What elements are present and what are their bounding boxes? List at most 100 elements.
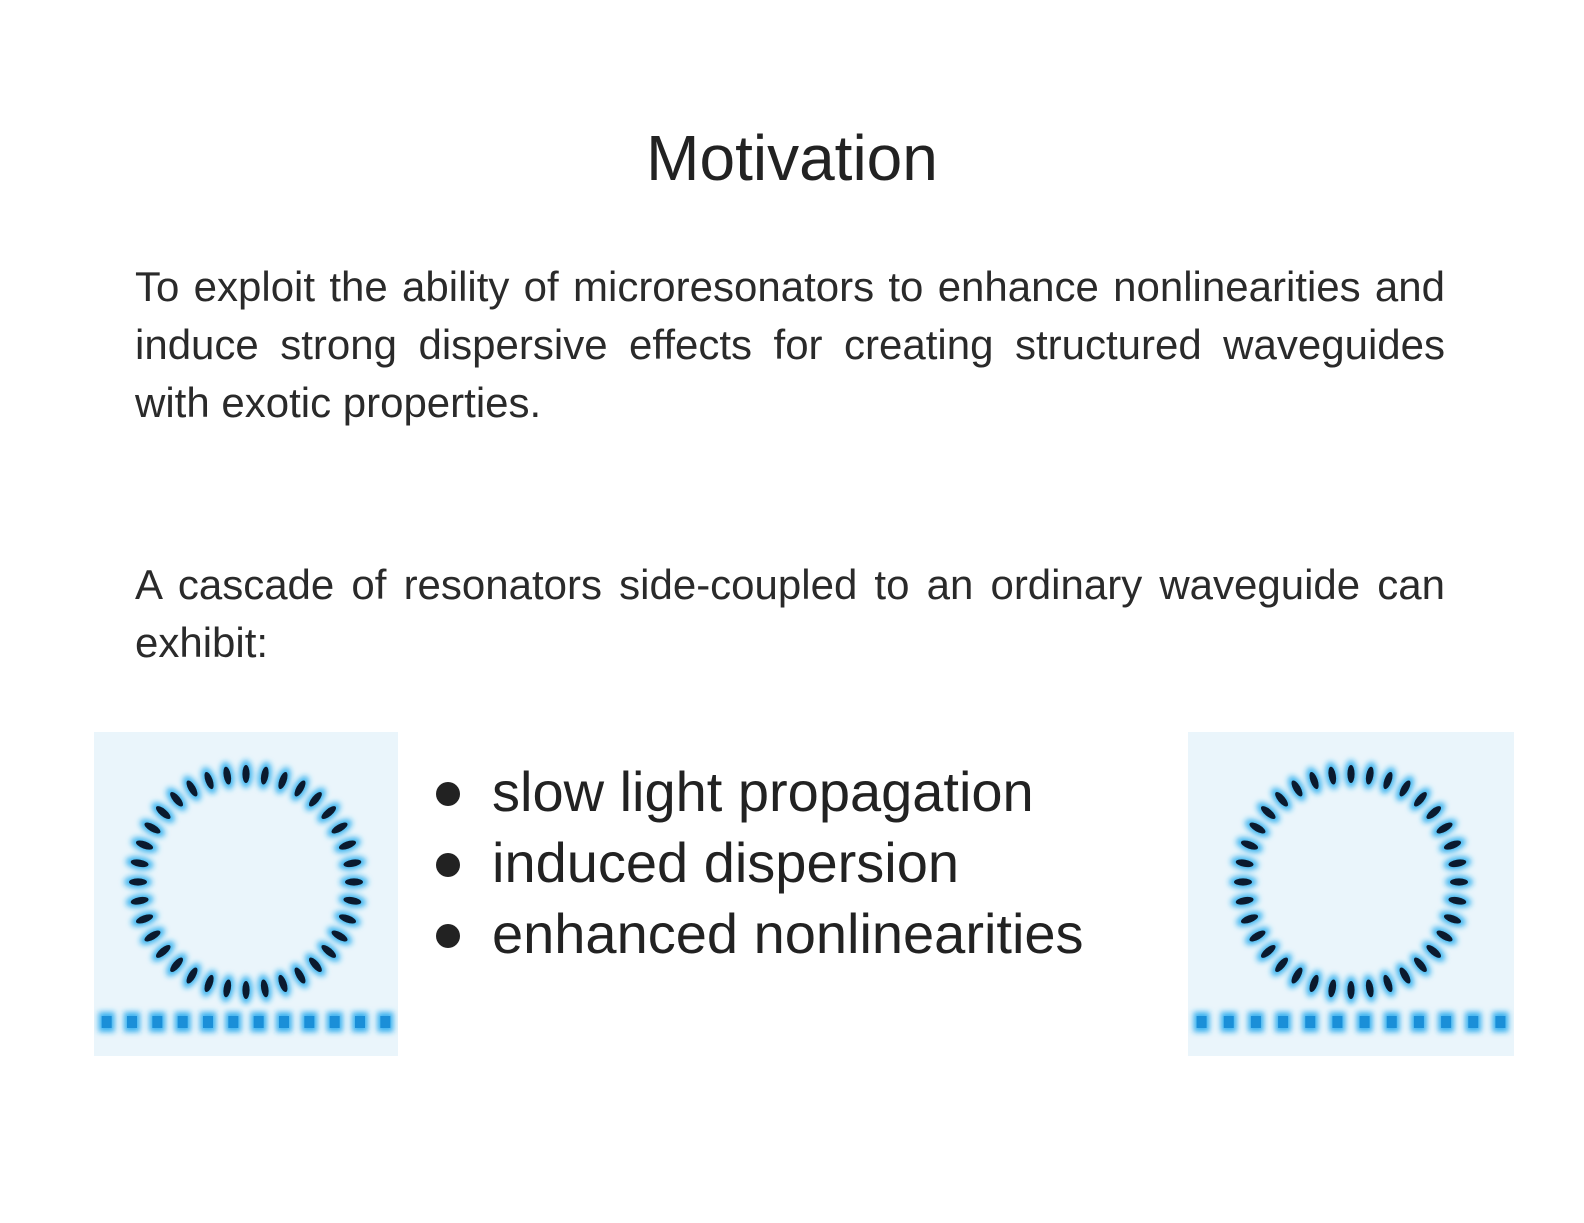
waveguide-lobe xyxy=(1250,1016,1261,1028)
field-lobe xyxy=(1399,780,1411,797)
field-lobe xyxy=(309,791,322,807)
field-lobe xyxy=(1275,957,1288,973)
ring-resonator-svg-right xyxy=(1188,732,1514,1056)
field-lobe xyxy=(1275,791,1288,807)
field-lobe xyxy=(260,766,269,785)
bullet-dot-icon xyxy=(436,781,460,806)
field-lobe xyxy=(170,791,183,807)
field-lobe xyxy=(1328,979,1337,998)
waveguide-lobe xyxy=(101,1016,112,1028)
bullet-dot-icon xyxy=(436,923,460,948)
field-lobe xyxy=(1383,974,1393,993)
field-lobe xyxy=(1249,930,1266,942)
field-lobe xyxy=(1443,840,1462,850)
field-lobe xyxy=(130,859,149,868)
field-lobe xyxy=(1328,766,1337,785)
field-lobe xyxy=(338,914,357,924)
field-lobe xyxy=(1443,914,1462,924)
field-lobe xyxy=(1436,822,1453,834)
waveguide-lobe xyxy=(1332,1016,1343,1028)
field-lobe xyxy=(186,780,198,797)
field-lobe xyxy=(130,896,149,905)
field-lobe xyxy=(338,840,357,850)
field-lobe xyxy=(331,822,348,834)
bullet-text: enhanced nonlinearities xyxy=(492,902,1084,965)
field-lobe xyxy=(1436,930,1453,942)
waveguide-lobe xyxy=(304,1016,315,1028)
cascade-paragraph: A cascade of resonators side-coupled to … xyxy=(135,561,1445,666)
ring-resonator-image-left xyxy=(94,732,398,1056)
field-lobe xyxy=(1365,766,1374,785)
field-lobe xyxy=(1249,822,1266,834)
waveguide-lobe xyxy=(203,1016,213,1028)
bullet-item: induced dispersion xyxy=(436,827,1084,898)
field-lobe xyxy=(1260,945,1276,958)
field-lobe xyxy=(1260,806,1276,819)
field-lobe xyxy=(1347,765,1355,783)
field-lobe xyxy=(129,878,147,886)
waveguide-lobe xyxy=(380,1016,391,1028)
waveguide-lobe xyxy=(253,1016,264,1028)
waveguide-lobe xyxy=(1278,1016,1289,1028)
waveguide-lobe xyxy=(279,1016,289,1028)
field-lobe xyxy=(1235,859,1254,868)
field-lobe xyxy=(278,771,288,790)
waveguide-lobe xyxy=(329,1016,340,1028)
field-lobe xyxy=(321,806,337,819)
waveguide-lobe xyxy=(1196,1016,1207,1028)
waveguide-lobe xyxy=(152,1016,163,1028)
waveguide-lobe xyxy=(1359,1016,1370,1028)
field-lobe xyxy=(135,914,154,924)
field-lobe xyxy=(1414,791,1427,807)
bullet-item: enhanced nonlinearities xyxy=(436,898,1084,969)
field-lobe xyxy=(321,945,337,958)
field-lobe xyxy=(331,930,348,942)
waveguide-lobe xyxy=(127,1016,137,1028)
waveguide-lobe xyxy=(1468,1016,1479,1028)
field-lobe xyxy=(294,967,306,984)
waveguide-lobe xyxy=(1305,1016,1316,1028)
field-lobe xyxy=(155,945,171,958)
field-lobe xyxy=(144,822,161,834)
field-lobe xyxy=(1365,979,1374,998)
field-lobe xyxy=(1309,974,1319,993)
waveguide-lobe xyxy=(1495,1016,1506,1028)
field-lobe xyxy=(1240,914,1259,924)
field-lobe xyxy=(155,806,171,819)
field-lobe xyxy=(1448,859,1467,868)
field-lobe xyxy=(309,957,322,973)
waveguide-lobe xyxy=(1441,1016,1452,1028)
field-lobe xyxy=(242,765,250,783)
field-lobe xyxy=(223,766,232,785)
slide-title: Motivation xyxy=(646,122,938,194)
waveguide-lobe xyxy=(228,1016,239,1028)
field-lobe xyxy=(170,957,183,973)
field-lobe xyxy=(1240,840,1259,850)
field-lobe xyxy=(260,979,269,998)
ring-resonator-image-right xyxy=(1188,732,1514,1056)
field-lobe xyxy=(186,967,198,984)
field-lobe xyxy=(1414,957,1427,973)
field-lobe xyxy=(294,780,306,797)
bullet-dot-icon xyxy=(436,852,460,877)
field-lobe xyxy=(1426,945,1442,958)
field-lobe xyxy=(1291,780,1303,797)
field-lobe xyxy=(204,974,214,993)
waveguide-lobe xyxy=(355,1016,365,1028)
field-lobe xyxy=(144,930,161,942)
field-lobe xyxy=(204,771,214,790)
bullet-text: induced dispersion xyxy=(492,831,959,894)
field-lobe xyxy=(1450,878,1468,886)
field-lobe xyxy=(345,878,363,886)
field-lobe xyxy=(1309,771,1319,790)
field-lobe xyxy=(278,974,288,993)
waveguide-lobe xyxy=(1386,1016,1397,1028)
ring-resonator-svg-left xyxy=(94,732,398,1056)
field-lobe xyxy=(135,840,154,850)
field-lobe xyxy=(223,979,232,998)
waveguide-lobe xyxy=(177,1016,188,1028)
field-lobe xyxy=(1347,981,1355,999)
field-lobe xyxy=(343,896,362,905)
field-lobe xyxy=(1426,806,1442,819)
bullet-item: slow light propagation xyxy=(436,756,1084,827)
